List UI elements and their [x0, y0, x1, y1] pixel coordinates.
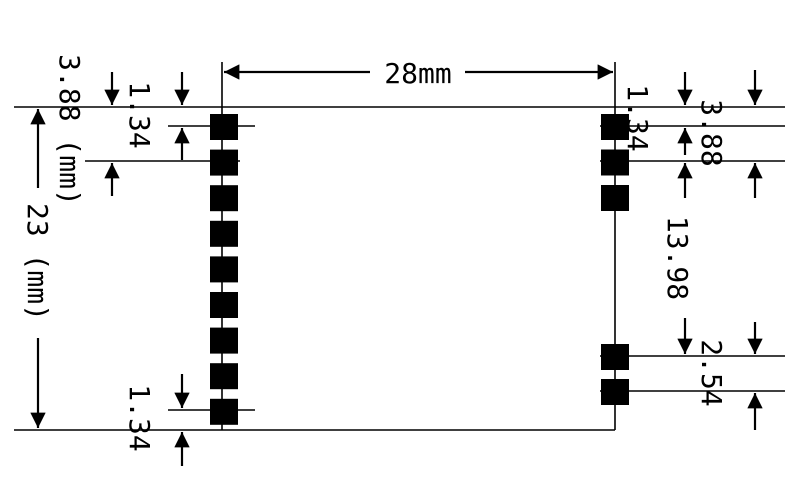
right-bottom-pad-group: [601, 344, 629, 405]
right-top-pad: [601, 185, 629, 211]
width-label: 28mm: [384, 57, 451, 90]
right-top-offset-dimension: 3.88: [695, 70, 763, 198]
right-span-dimension: 13.98: [661, 163, 694, 354]
left-bottom-pitch-dimension: 1.34: [123, 374, 190, 466]
right-span-label: 13.98: [661, 216, 694, 300]
left-pad: [210, 256, 238, 283]
right-top-pad: [601, 149, 629, 176]
left-top-offset-label: 3.88 (mm): [53, 54, 86, 206]
left-pad: [210, 114, 238, 140]
left-pad: [210, 185, 238, 212]
left-pad-column: [210, 114, 238, 425]
height-label: 23 (mm): [21, 203, 54, 321]
right-bottom-pitch-dimension: 2.54: [695, 322, 763, 430]
left-bottom-pitch-label: 1.34: [123, 384, 156, 451]
left-top-pitch-dimension: 1.34: [123, 72, 190, 160]
left-pad: [210, 149, 238, 176]
right-bottom-pad: [601, 344, 629, 370]
right-top-pad-group: [601, 114, 629, 211]
left-pad: [210, 292, 238, 318]
right-top-offset-label: 3.88: [695, 99, 728, 166]
left-pad: [210, 398, 238, 425]
left-top-offset-dimension: 3.88 (mm): [53, 54, 120, 206]
right-top-pitch-dimension: 1.34: [621, 72, 693, 155]
right-top-pad: [601, 114, 629, 140]
right-bottom-pad: [601, 379, 629, 405]
left-pad: [210, 220, 238, 247]
right-bottom-pitch-label: 2.54: [695, 339, 728, 406]
width-dimension: 28mm: [224, 57, 613, 90]
left-top-pitch-label: 1.34: [123, 81, 156, 148]
left-pad: [210, 327, 238, 354]
left-pad: [210, 363, 238, 390]
height-dimension: 23 (mm): [21, 109, 54, 428]
